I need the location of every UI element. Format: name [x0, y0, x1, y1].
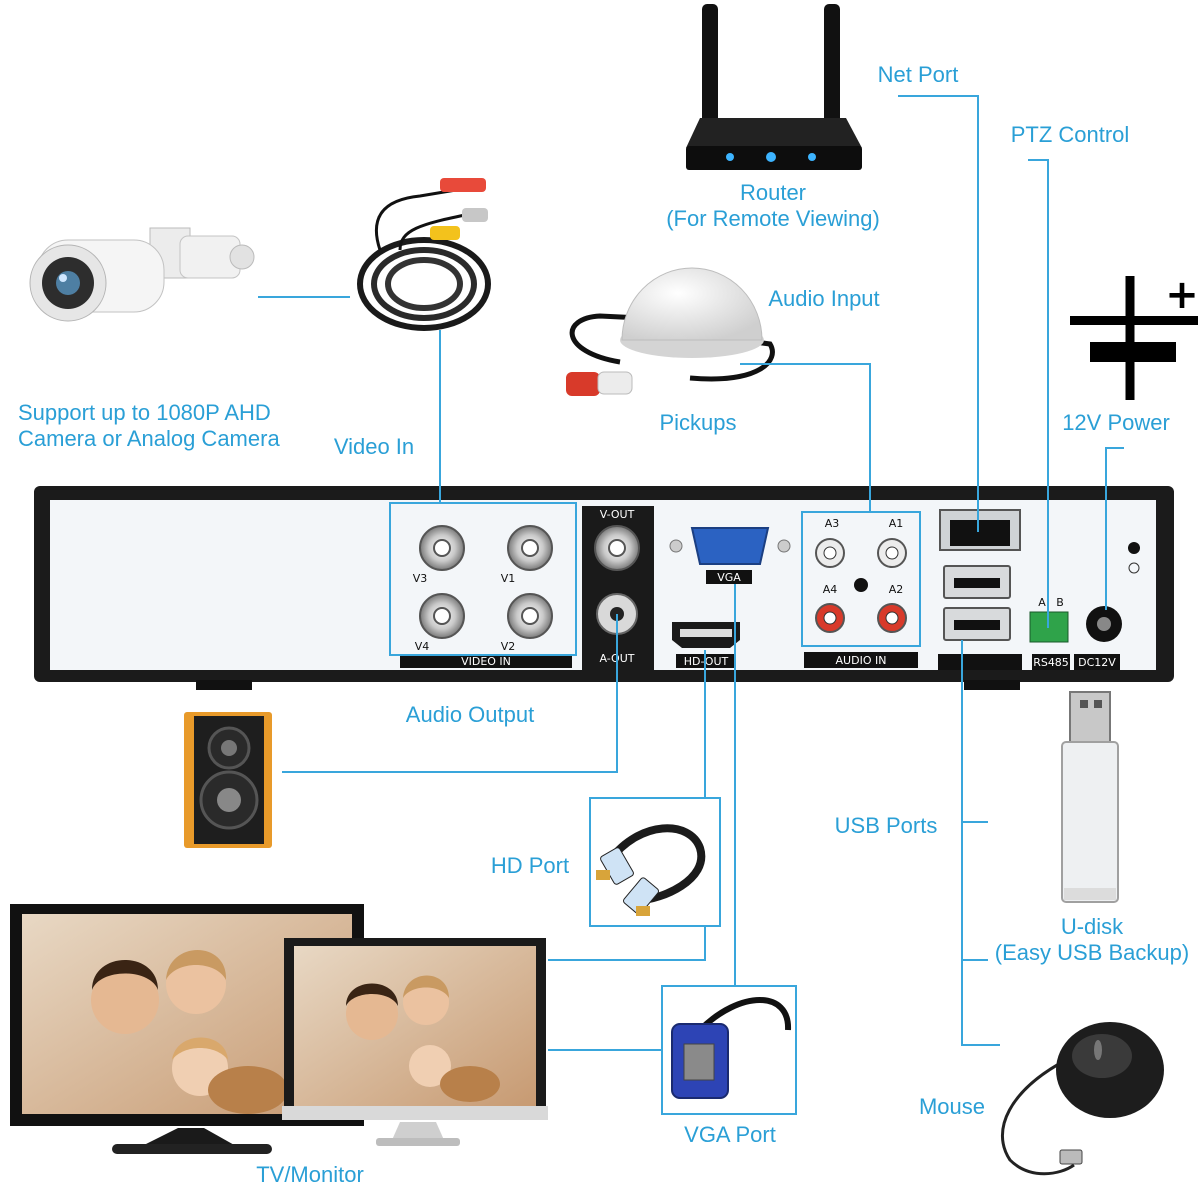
label-camera-type: Camera or Analog Camera	[18, 426, 280, 451]
label-udisk: U-disk	[1061, 914, 1124, 939]
port-label-audio-in: AUDIO IN	[836, 654, 887, 667]
speaker-image	[184, 712, 272, 848]
port-label-a1: A1	[889, 517, 904, 530]
router-image	[686, 4, 862, 170]
audio-in-highlight	[801, 511, 921, 647]
label-ptz-control: PTZ Control	[1011, 122, 1130, 147]
label-hd-port: HD Port	[491, 853, 569, 878]
audio-in-ports	[804, 538, 918, 668]
port-label-a: A	[1038, 596, 1046, 609]
port-label-video-in: VIDEO IN	[461, 655, 511, 668]
label-tv-monitor: TV/Monitor	[256, 1162, 364, 1185]
small-monitor-image	[282, 938, 548, 1146]
label-router-remote: (For Remote Viewing)	[666, 206, 880, 231]
label-video-in: Video In	[334, 434, 414, 459]
power-plus-sign: +	[1165, 272, 1199, 318]
dvr-back-panel: V3 V1 V4 V2 VIDEO IN V-OUT A-OUT VGA HD-…	[34, 486, 1174, 690]
label-udisk-backup: (Easy USB Backup)	[995, 940, 1189, 965]
label-usb-ports: USB Ports	[835, 813, 938, 838]
dc-power-symbol	[1070, 276, 1198, 400]
label-router: Router	[740, 180, 806, 205]
bnc-cable-image	[357, 178, 491, 331]
port-label-v-out: V-OUT	[600, 508, 635, 521]
port-label-a2: A2	[889, 583, 904, 596]
port-label-b: B	[1056, 596, 1064, 609]
usb-stick-image	[1061, 691, 1119, 903]
port-label-dc12v: DC12V	[1078, 656, 1116, 669]
port-label-vga: VGA	[717, 571, 741, 584]
label-audio-input: Audio Input	[768, 286, 879, 311]
hdmi-cable-image	[596, 824, 706, 916]
label-pickups: Pickups	[659, 410, 736, 435]
port-label-hd-out: HD-OUT	[684, 655, 729, 668]
port-label-v1: V1	[501, 572, 516, 585]
mouse-image	[1000, 1022, 1164, 1176]
label-mouse: Mouse	[919, 1094, 985, 1119]
audio-pickup-image	[566, 267, 775, 396]
camera-image	[29, 227, 255, 322]
port-label-rs485: RS485	[1033, 656, 1069, 669]
label-camera-support: Support up to 1080P AHD	[18, 400, 271, 425]
label-12v-power: 12V Power	[1062, 410, 1170, 435]
vga-cable-image	[671, 997, 792, 1099]
port-label-v3: V3	[413, 572, 428, 585]
connector-lines	[258, 95, 1124, 1051]
port-label-v2: V2	[501, 640, 516, 653]
video-in-highlight	[389, 502, 577, 656]
video-in-ports	[400, 525, 572, 668]
port-label-a3: A3	[825, 517, 840, 530]
port-label-v4: V4	[415, 640, 430, 653]
label-audio-output: Audio Output	[406, 702, 534, 727]
hdmi-cable-box	[589, 797, 721, 927]
label-vga-port: VGA Port	[684, 1122, 776, 1147]
label-net-port: Net Port	[878, 62, 959, 87]
vga-port	[690, 527, 770, 565]
net-usb-ports	[938, 509, 1022, 670]
port-label-a4: A4	[823, 583, 838, 596]
